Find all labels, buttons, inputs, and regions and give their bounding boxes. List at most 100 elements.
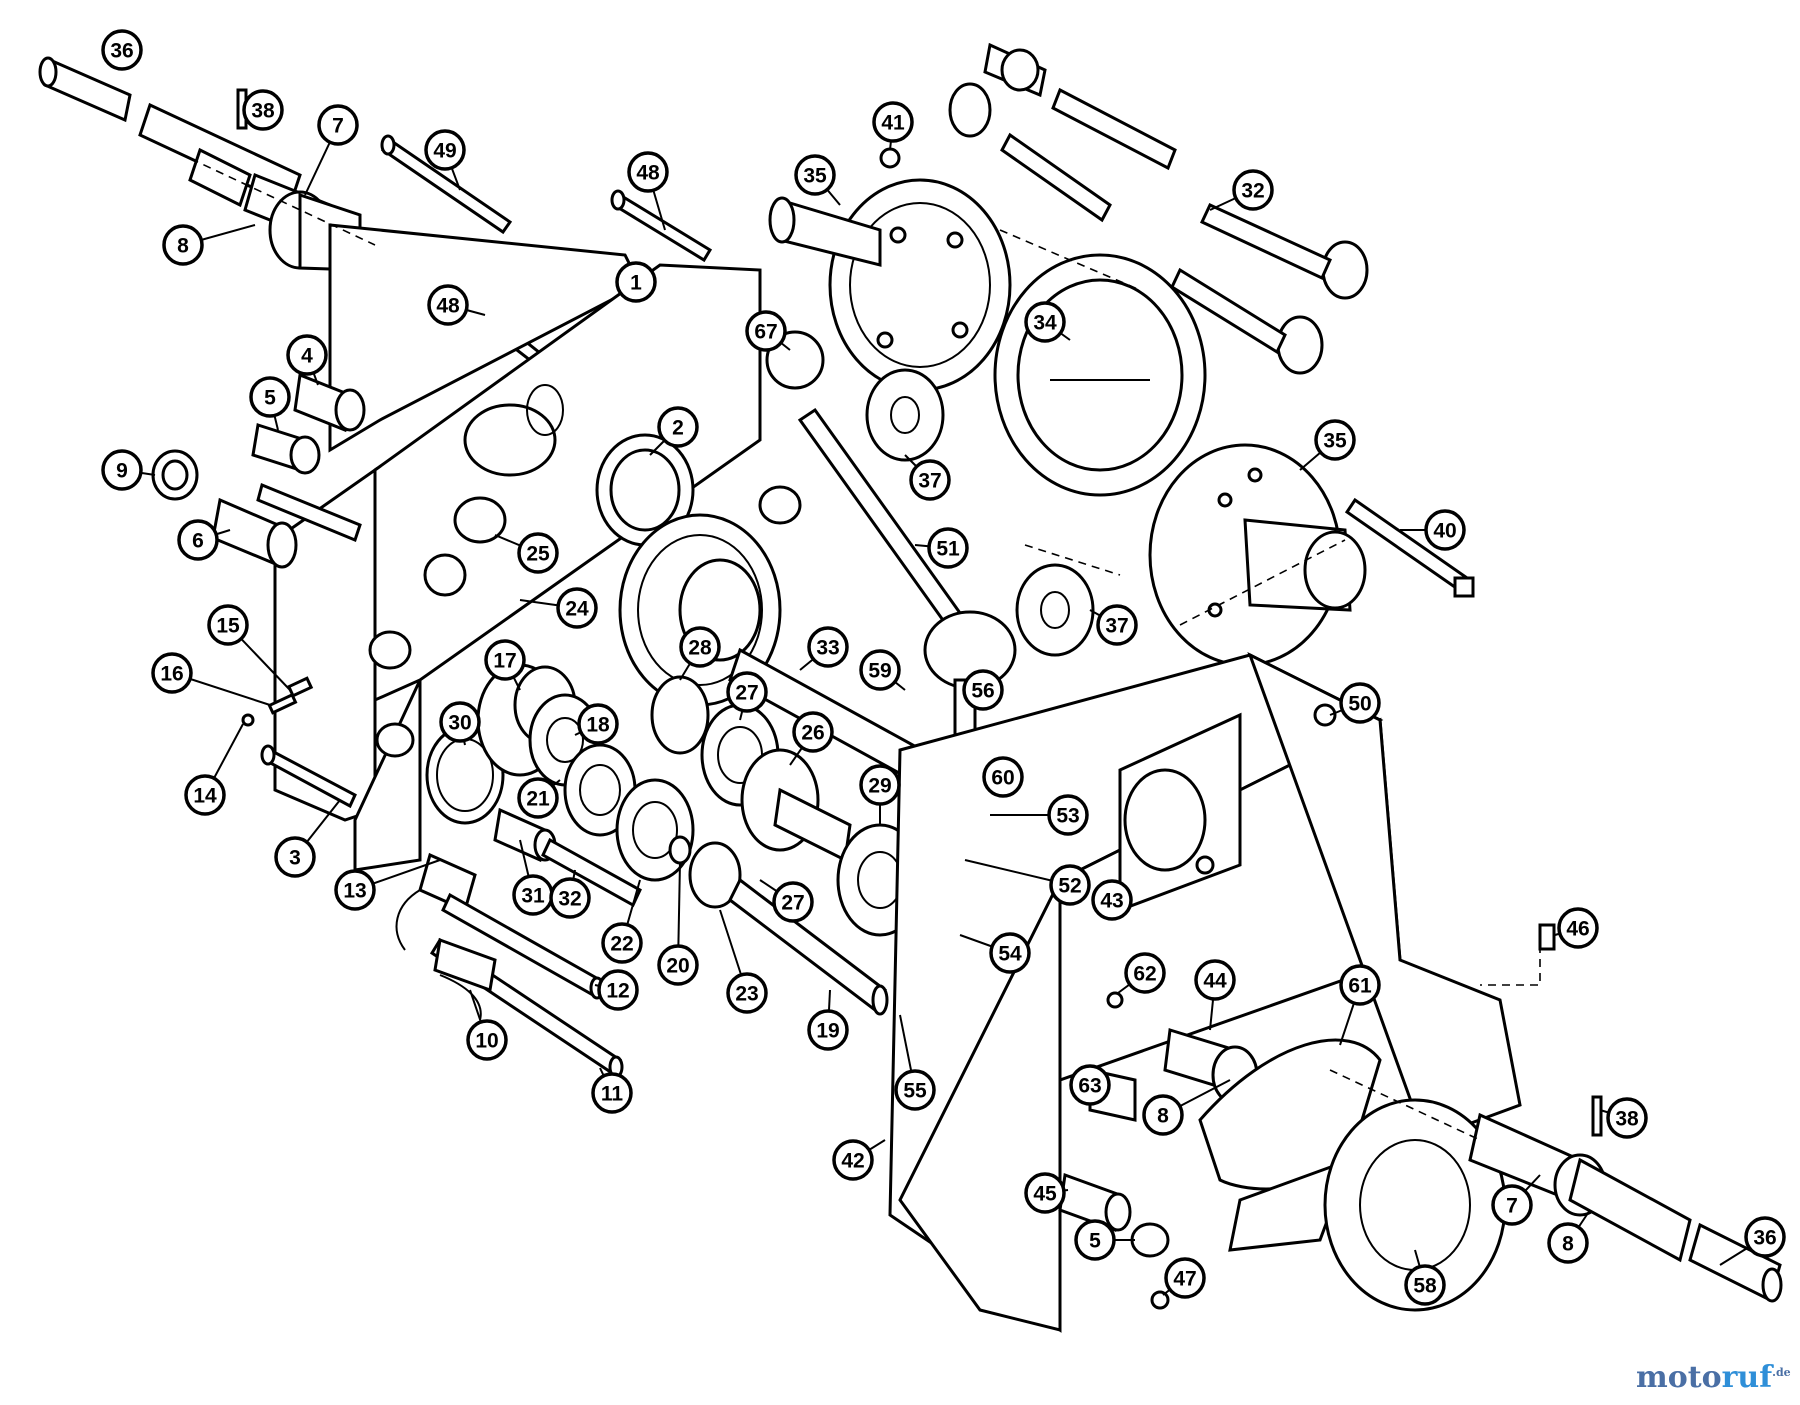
callout-circle-38b — [1606, 1097, 1648, 1139]
callout-label-41: 41 — [881, 112, 905, 135]
callout-23: 23 — [719, 909, 768, 1014]
watermark-part2: ruf — [1721, 1360, 1773, 1395]
ring-gear-34 — [993, 253, 1207, 497]
callout-label-31: 31 — [521, 885, 545, 908]
callout-circle-20 — [657, 944, 699, 986]
callout-label-15: 15 — [216, 615, 240, 638]
callout-42: 42 — [832, 1139, 886, 1181]
callout-circle-21 — [517, 777, 559, 819]
bolt-48-upper — [610, 189, 713, 263]
callout-62: 62 — [1117, 952, 1166, 994]
callout-32a: 32 — [549, 869, 591, 919]
callout-label-34: 34 — [1033, 312, 1057, 335]
callout-6: 6 — [177, 519, 231, 561]
callout-label-32a: 32 — [558, 888, 581, 911]
callout-label-48a: 48 — [636, 162, 660, 185]
bushing-5 — [251, 423, 321, 475]
callout-label-13: 13 — [343, 880, 366, 903]
callout-circle-58 — [1404, 1264, 1446, 1306]
callout-label-7b: 7 — [1506, 1195, 1518, 1218]
callout-28: 28 — [679, 626, 721, 681]
callout-circle-40 — [1424, 509, 1466, 551]
callout-label-22: 22 — [610, 933, 633, 956]
pin-38-right — [1591, 1095, 1603, 1137]
callout-label-7a: 7 — [332, 115, 344, 138]
callout-label-61: 61 — [1348, 975, 1372, 998]
bolt-3 — [260, 744, 357, 809]
callout-circle-62 — [1124, 952, 1166, 994]
callout-circle-5b — [1074, 1219, 1116, 1261]
callout-label-3: 3 — [289, 847, 301, 870]
callout-40: 40 — [1400, 509, 1466, 551]
callout-46: 46 — [1554, 907, 1599, 949]
callout-circle-41 — [872, 101, 914, 143]
shift-fork-10 — [433, 937, 497, 1021]
fork-61 — [1198, 1038, 1382, 1252]
callout-circle-9 — [101, 449, 143, 491]
callout-label-33: 33 — [816, 637, 839, 660]
callout-circle-50 — [1339, 682, 1381, 724]
callout-circle-53 — [1047, 794, 1089, 836]
callout-16: 16 — [151, 652, 271, 706]
callout-circle-48b — [427, 284, 469, 326]
detent-spring-parts — [241, 676, 314, 727]
callout-7a: 7 — [304, 104, 359, 196]
callout-12: 12 — [594, 969, 639, 1011]
callout-label-45: 45 — [1033, 1183, 1057, 1206]
callout-36b: 36 — [1719, 1216, 1786, 1266]
callout-label-43: 43 — [1100, 890, 1123, 913]
callout-circle-19 — [807, 1009, 849, 1051]
callout-circle-30 — [439, 701, 481, 743]
right-axle-shaft — [1468, 1112, 1783, 1303]
callout-circle-60 — [982, 756, 1024, 798]
nut-41 — [879, 147, 901, 169]
callout-circle-56 — [962, 669, 1004, 711]
callout-5b: 5 — [1074, 1219, 1135, 1261]
callout-label-5b: 5 — [1089, 1230, 1101, 1253]
callout-circle-29 — [859, 764, 901, 806]
callout-label-38b: 38 — [1615, 1108, 1639, 1131]
callout-circle-33 — [807, 626, 849, 668]
callout-48b: 48 — [427, 284, 486, 326]
callout-label-16: 16 — [160, 663, 183, 686]
callout-label-36b: 36 — [1753, 1227, 1776, 1250]
callout-circle-8a — [162, 224, 204, 266]
callout-36a: 36 — [101, 29, 143, 71]
washer-5-lower — [1130, 1222, 1170, 1258]
callout-label-10: 10 — [475, 1030, 498, 1053]
housing-cover-1 — [273, 223, 802, 872]
gear-23 — [688, 841, 742, 909]
callout-label-5a: 5 — [264, 387, 276, 410]
callout-27a: 27 — [726, 671, 768, 721]
callout-63: 63 — [1069, 1064, 1111, 1106]
callout-48a: 48 — [627, 151, 669, 231]
callout-8a: 8 — [162, 224, 256, 266]
callout-circle-26 — [792, 711, 834, 753]
callout-label-14: 14 — [193, 785, 217, 808]
callout-label-19: 19 — [816, 1020, 839, 1043]
callout-30: 30 — [439, 701, 481, 746]
gear-22 — [615, 778, 695, 882]
callout-13: 13 — [334, 859, 441, 911]
callout-17: 17 — [484, 639, 526, 691]
callout-circle-51 — [927, 527, 969, 569]
callout-circle-7a — [317, 104, 359, 146]
seal-9 — [151, 449, 199, 501]
callout-label-63: 63 — [1078, 1075, 1101, 1098]
callout-label-12: 12 — [606, 980, 629, 1003]
callout-circle-43 — [1091, 879, 1133, 921]
callout-label-54: 54 — [998, 943, 1022, 966]
callout-circle-38a — [242, 89, 284, 131]
callout-label-48b: 48 — [436, 295, 460, 318]
callout-label-37b: 37 — [1105, 615, 1128, 638]
callout-label-24: 24 — [565, 598, 589, 621]
callout-label-30: 30 — [448, 712, 471, 735]
callout-18: 18 — [574, 703, 619, 745]
shaft-19 — [728, 877, 889, 1016]
callout-label-58: 58 — [1413, 1275, 1437, 1298]
callout-25: 25 — [494, 532, 559, 574]
callout-circle-32a — [549, 877, 591, 919]
callout-label-47: 47 — [1173, 1268, 1196, 1291]
callout-circle-47 — [1164, 1257, 1206, 1299]
